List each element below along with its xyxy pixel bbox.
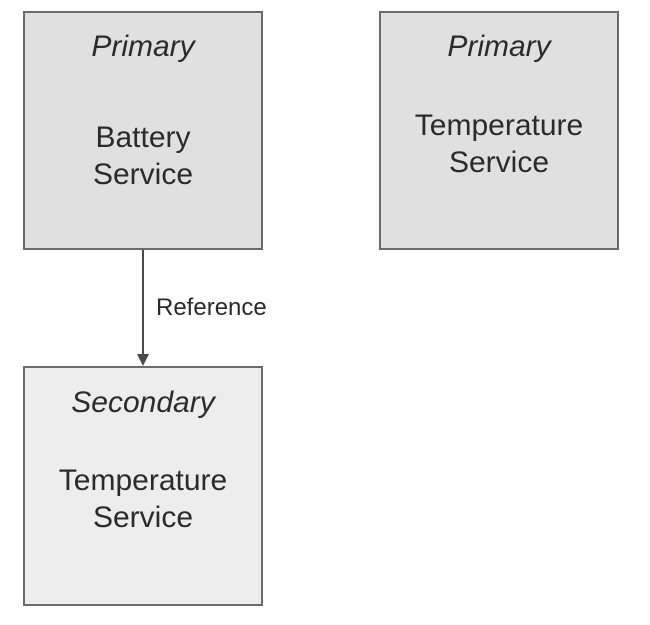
reference-arrowhead <box>137 354 149 366</box>
box-kind-label: Primary <box>447 30 551 63</box>
secondary-temperature-service-box: Secondary Temperature Service <box>23 366 263 606</box>
service-name-line-2: Service <box>448 146 550 179</box>
service-name-line-2: Service <box>92 501 194 534</box>
primary-temperature-service-box: Primary Temperature Service <box>379 11 619 250</box>
reference-edge-label: Reference <box>156 294 267 321</box>
service-name-line-2: Service <box>92 158 194 191</box>
service-name-line-1: Battery <box>95 121 191 154</box>
primary-battery-service-box: Primary Battery Service <box>23 11 263 250</box>
service-name-line-1: Temperature <box>414 109 584 142</box>
box-kind-label: Secondary <box>71 386 215 419</box>
box-kind-label: Primary <box>91 30 195 63</box>
box-service-name: Temperature Service <box>25 462 261 536</box>
box-service-name: Temperature Service <box>381 107 617 181</box>
service-name-line-1: Temperature <box>58 464 228 497</box>
box-service-name: Battery Service <box>25 119 261 193</box>
